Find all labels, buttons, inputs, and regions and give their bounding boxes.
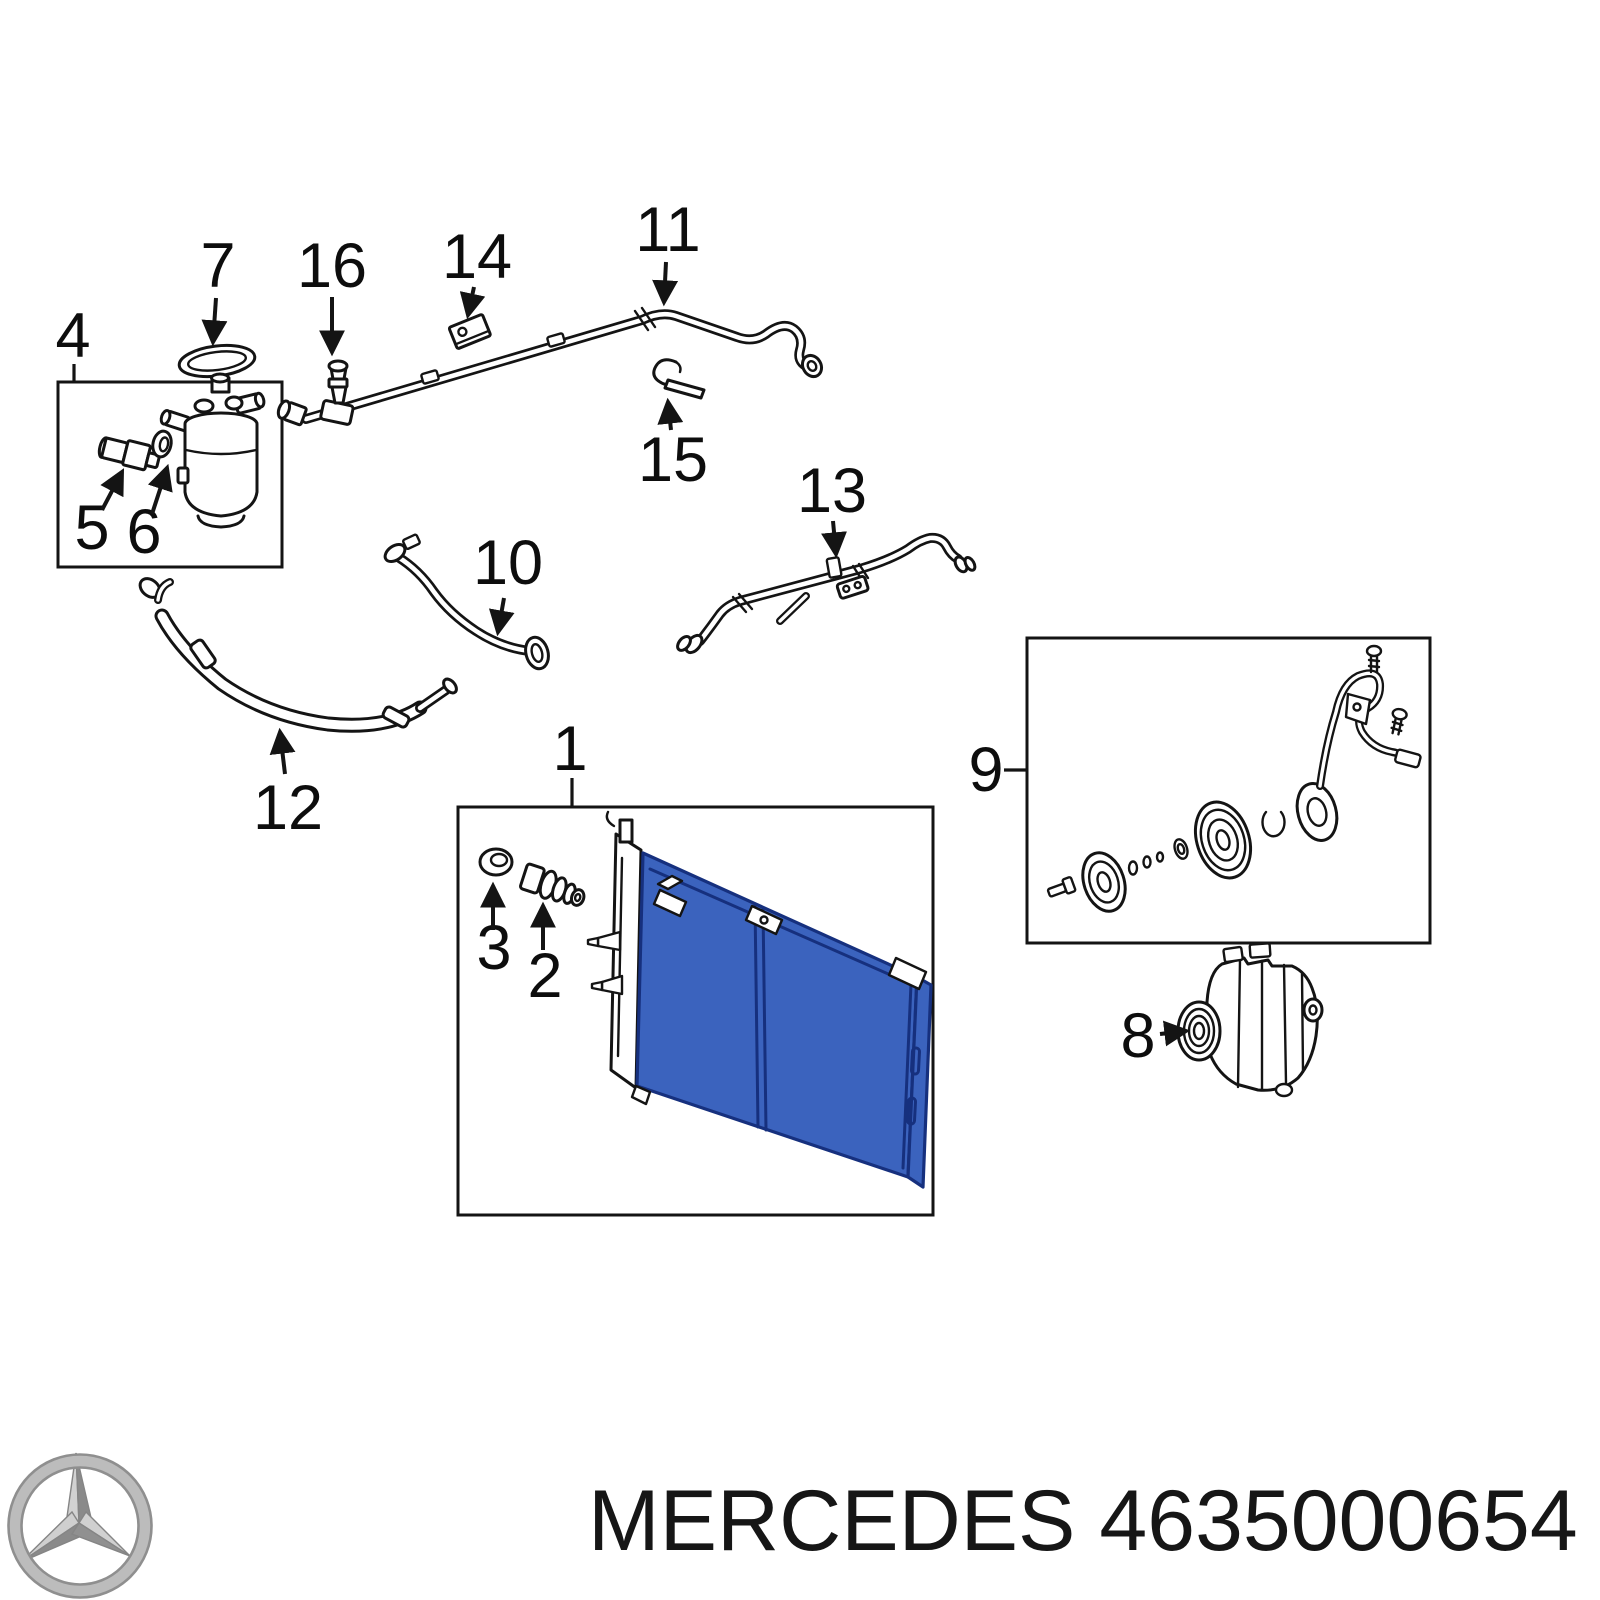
callout-label-11: 11 <box>635 195 700 265</box>
callout-5: 5 <box>74 468 125 563</box>
callout-label-2: 2 <box>527 941 562 1011</box>
callout-9: 9 <box>968 735 1026 805</box>
condenser-seam <box>753 902 768 1132</box>
o-ring <box>1155 851 1165 863</box>
compressor-ear <box>1302 997 1324 1023</box>
service-valve <box>327 359 349 405</box>
callout-8: 8 <box>1120 1001 1191 1071</box>
callout-label-12: 12 <box>253 773 323 843</box>
pipe-13-tab <box>825 556 843 579</box>
callout-2: 2 <box>527 901 563 1011</box>
pipe-13 <box>700 538 958 641</box>
o-ring <box>1127 860 1139 876</box>
callout-arrow-8 <box>1159 1020 1191 1047</box>
callout-15: 15 <box>638 397 708 495</box>
brand-text: MERCEDES <box>588 1473 1075 1569</box>
hose-collar <box>189 638 217 670</box>
callouts: 1 2 3 4 5 6 7 8 <box>55 195 1191 1071</box>
mount-grommet <box>478 847 514 877</box>
pipe-13-group <box>676 538 977 655</box>
callout-label-14: 14 <box>442 222 512 292</box>
callout-arrow-10 <box>488 597 515 637</box>
mercedes-star-icon <box>7 1452 153 1599</box>
callout-arrow-7 <box>201 297 228 347</box>
drier-kit-group <box>56 343 284 569</box>
harness-connector <box>1394 748 1422 769</box>
callout-label-16: 16 <box>297 231 367 301</box>
callout-16: 16 <box>297 231 367 357</box>
part-number-text: 4635000654 <box>1099 1473 1577 1569</box>
drier-valve <box>97 436 161 472</box>
callout-11: 11 <box>635 195 701 307</box>
mount-damper <box>519 862 586 907</box>
harness-bracket <box>1344 692 1372 726</box>
pipe-13-plate <box>835 574 870 600</box>
hose-12-group <box>138 577 458 729</box>
callout-arrow-13 <box>821 520 847 559</box>
callout-label-1: 1 <box>552 714 587 784</box>
callout-label-9: 9 <box>968 735 1003 805</box>
callout-6: 6 <box>126 463 173 567</box>
condenser-top-bracket <box>744 904 784 936</box>
drier-kit-box <box>56 380 284 569</box>
callout-13: 13 <box>797 456 867 559</box>
callout-arrow-12 <box>269 727 296 775</box>
callout-arrow-5 <box>100 468 125 511</box>
callout-10: 10 <box>473 528 543 637</box>
callout-14: 14 <box>442 222 512 320</box>
clutch-plate <box>1193 800 1253 880</box>
condenser-top-bracket <box>652 888 688 918</box>
callout-arrow-6 <box>147 463 173 515</box>
pipe-10-group <box>383 533 550 671</box>
callout-arrow-15 <box>657 397 684 431</box>
clutch-kit-box <box>1025 636 1432 945</box>
callout-label-13: 13 <box>797 456 867 526</box>
pipe-bracket <box>447 313 492 350</box>
clutch-bolt <box>1046 876 1077 898</box>
condenser-kit-box <box>456 805 935 1217</box>
clutch-kit-group <box>1025 636 1432 945</box>
callout-arrow-11 <box>652 261 679 307</box>
callout-label-4: 4 <box>55 301 90 371</box>
callout-7: 7 <box>200 231 236 347</box>
callout-3: 3 <box>476 881 512 983</box>
callout-label-8: 8 <box>1120 1001 1155 1071</box>
screw <box>1390 707 1408 736</box>
callout-4: 4 <box>55 301 91 382</box>
o-ring <box>1142 855 1152 869</box>
callout-label-15: 15 <box>638 425 708 495</box>
condenser-kit-group <box>456 805 935 1217</box>
pipe-11-left-fitting <box>276 399 308 427</box>
drier-body <box>183 424 259 518</box>
callout-12: 12 <box>253 727 323 843</box>
callout-1: 1 <box>552 714 588 806</box>
callout-arrow-14 <box>459 286 486 320</box>
pipe-11-right-fitting <box>800 353 824 379</box>
snap-ring <box>1261 810 1286 838</box>
condenser <box>586 810 933 1189</box>
receiver-drier <box>159 372 266 529</box>
callout-label-6: 6 <box>126 497 161 567</box>
field-coil <box>1295 782 1339 842</box>
screw <box>1365 644 1383 674</box>
pipe-11 <box>306 314 806 419</box>
upper-pipe-assembly <box>276 306 824 427</box>
retaining-clip <box>652 358 706 400</box>
washer-ring <box>1173 838 1189 860</box>
callout-label-7: 7 <box>200 231 235 301</box>
drier-seal-ring <box>151 429 173 459</box>
compressor <box>1176 942 1324 1098</box>
clutch-pulley <box>1081 851 1127 913</box>
callout-label-10: 10 <box>473 528 543 598</box>
hose-collar <box>381 705 411 729</box>
condenser-side-tank <box>906 975 933 1189</box>
